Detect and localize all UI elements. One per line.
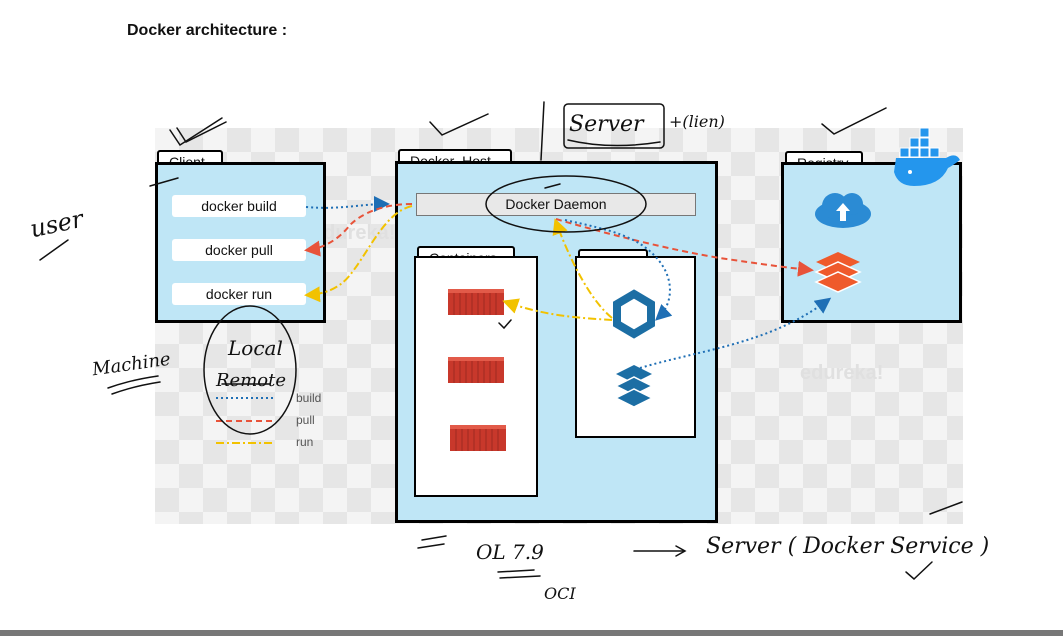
image-daemon-arrow (552, 218, 613, 319)
legend-build-label: build (296, 391, 322, 405)
watermark: edureka! (800, 362, 884, 384)
image-hexagon-icon (613, 289, 655, 339)
registry-panel (781, 162, 962, 323)
daemon-image-arrow (564, 219, 673, 321)
image-registry-arrow (639, 297, 832, 369)
annotation-remote: Remote (216, 370, 286, 391)
annotation-ol79: OL 7.9 (476, 540, 544, 564)
image-stack-icon (614, 365, 654, 408)
bottom-scrollbar[interactable] (0, 630, 1063, 636)
container-icon (447, 356, 505, 384)
annotation-server: Server (569, 112, 644, 137)
docker-daemon-bar: Docker Daemon (416, 193, 696, 216)
build-arrow (305, 196, 390, 213)
legend-run-label: run (296, 435, 314, 449)
annotation-local: Local (228, 336, 283, 360)
handwriting-strokes (39, 101, 963, 581)
container-icon (449, 424, 507, 452)
images-box (575, 256, 696, 438)
image-container-arrow (502, 298, 613, 321)
page-title: Docker architecture : (127, 22, 288, 39)
registry-stack-icon (814, 252, 862, 293)
docker-pull-command: docker pull (172, 239, 306, 261)
docker-build-command: docker build (172, 195, 306, 217)
run-arrow (304, 205, 413, 303)
legend-pull-label: pull (296, 413, 315, 427)
annotation-server-docker-service: Server ( Docker Service ) (706, 534, 990, 559)
docker-run-command: docker run (172, 283, 306, 305)
docker-whale-logo (894, 127, 960, 186)
daemon-registry-arrow (555, 218, 814, 277)
annotation-oci: OCI (544, 584, 576, 603)
annotation-client: +(lien) (669, 112, 725, 131)
container-icon (447, 288, 505, 316)
cloud-upload-icon (815, 193, 871, 228)
pull-arrow (304, 203, 413, 257)
